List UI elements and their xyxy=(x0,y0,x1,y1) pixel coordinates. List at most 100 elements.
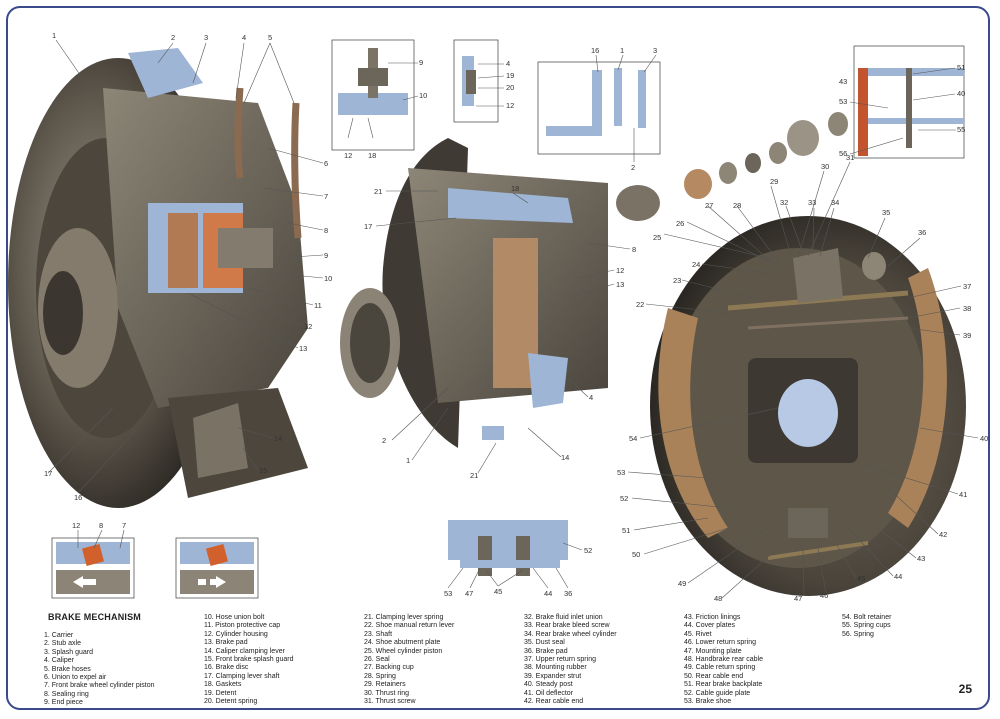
callout-post-51: 51 xyxy=(957,63,965,72)
callout-drum-34: 34 xyxy=(831,198,839,207)
legend-item: 7. Front brake wheel cylinder piston xyxy=(44,682,155,690)
callout-disc-17: 17 xyxy=(44,469,52,478)
legend-item: 45. Rivet xyxy=(684,630,712,638)
callout-post-55: 55 xyxy=(957,125,965,134)
callout-disc-4: 4 xyxy=(242,33,246,42)
inset-cover-plate: 52 53 47 45 44 36 xyxy=(444,520,592,598)
callout-drum-26: 26 xyxy=(676,219,684,228)
callout-drum-52: 52 xyxy=(620,494,628,503)
callout-drum-36: 36 xyxy=(918,228,926,237)
callout-disc-5: 5 xyxy=(268,33,272,42)
callout-drum-38: 38 xyxy=(963,304,971,313)
callout-arrow-8: 8 xyxy=(99,521,103,530)
legend-item: 49. Cable return spring xyxy=(684,664,756,672)
callout-post-43: 43 xyxy=(839,77,847,86)
callout-pad-3: 3 xyxy=(653,46,657,55)
callout-drum-48: 48 xyxy=(714,594,722,603)
legend-item: 52. Cable guide plate xyxy=(684,689,751,697)
legend-item: 36. Brake pad xyxy=(524,647,568,655)
callout-drum-27: 27 xyxy=(705,201,713,210)
legend-item: 35. Dust seal xyxy=(524,639,565,647)
legend-item: 53. Brake shoe xyxy=(684,698,732,706)
legend-column-5: 43. Friction linings 44. Cover plates 45… xyxy=(684,614,763,706)
callout-plate-45: 45 xyxy=(494,587,502,596)
callout-plate-44: 44 xyxy=(544,589,552,598)
callout-valve-12: 12 xyxy=(344,151,352,160)
legend-item: 33. Rear brake bleed screw xyxy=(524,622,610,630)
callout-pad-2: 2 xyxy=(631,163,635,172)
legend-item: 51. Rear brake backplate xyxy=(684,681,763,689)
caliper-assembly: 21 17 18 8 12 13 4 2 1 21 14 xyxy=(340,138,636,480)
legend-item: 42. Rear cable end xyxy=(524,698,584,706)
callout-drum-53: 53 xyxy=(617,468,625,477)
legend-item: 38. Mounting rubber xyxy=(524,664,587,672)
callout-disc-1: 1 xyxy=(52,31,56,40)
callout-plate-47: 47 xyxy=(465,589,473,598)
callout-disc-6: 6 xyxy=(324,159,328,168)
callout-disc-10: 10 xyxy=(324,274,332,283)
callout-disc-14: 14 xyxy=(274,434,282,443)
legend-title: BRAKE MECHANISM xyxy=(48,612,141,622)
callout-detent-12: 12 xyxy=(506,101,514,110)
legend-item: 40. Steady post xyxy=(524,681,573,689)
legend-item: 50. Rear cable end xyxy=(684,672,744,680)
callout-drum-22: 22 xyxy=(636,300,644,309)
callout-caliper-8: 8 xyxy=(632,245,636,254)
legend-item: 55. Spring cups xyxy=(842,622,891,630)
callout-plate-52: 52 xyxy=(584,546,592,555)
callout-caliper-17: 17 xyxy=(364,222,372,231)
callout-drum-35: 35 xyxy=(882,208,890,217)
brake-illustration: 1 2 3 4 5 6 7 8 9 10 11 12 13 14 15 16 1… xyxy=(8,31,988,603)
legend-item: 37. Upper return spring xyxy=(524,656,596,664)
callout-drum-39: 39 xyxy=(963,331,971,340)
legend-item: 5. Brake hoses xyxy=(44,665,91,673)
callout-drum-29: 29 xyxy=(770,177,778,186)
callout-drum-24: 24 xyxy=(692,260,700,269)
callout-caliper-21b: 21 xyxy=(470,471,478,480)
legend-item: 31. Thrust screw xyxy=(364,698,416,706)
inset-detent: 4 19 20 12 xyxy=(453,39,514,123)
callout-plate-36: 36 xyxy=(564,589,572,598)
legend-column-4: 32. Brake fluid inlet union 33. Rear bra… xyxy=(524,614,617,706)
drum-brake-assembly: 25 26 27 28 29 30 31 32 33 34 24 35 36 2… xyxy=(616,112,988,603)
inset-steady-post: 51 43 53 40 56 55 xyxy=(839,45,965,159)
callout-caliper-2: 2 xyxy=(382,436,386,445)
legend-item: 46. Lower return spring xyxy=(684,639,756,647)
legend-item: 19. Detent xyxy=(204,689,237,697)
callout-drum-46: 46 xyxy=(820,591,828,600)
legend-item: 25. Wheel cylinder piston xyxy=(364,647,443,655)
legend-item: 43. Friction linings xyxy=(684,614,741,621)
callout-valve-18: 18 xyxy=(368,151,376,160)
callout-drum-31: 31 xyxy=(846,153,854,162)
callout-drum-45: 45 xyxy=(857,574,865,583)
callout-drum-25: 25 xyxy=(653,233,661,242)
callout-post-40: 40 xyxy=(957,89,965,98)
legend-item: 54. Bolt retainer xyxy=(842,614,892,621)
legend-column-3: 21. Clamping lever spring 22. Shoe manua… xyxy=(364,614,454,706)
legend-column-6: 54. Bolt retainer 55. Spring cups 56. Sp… xyxy=(842,614,891,639)
callout-disc-11: 11 xyxy=(314,301,322,310)
legend-item: 9. End piece xyxy=(44,699,83,707)
legend-item: 34. Rear brake wheel cylinder xyxy=(524,630,617,638)
callout-drum-41: 41 xyxy=(959,490,967,499)
callout-caliper-21a: 21 xyxy=(374,187,382,196)
legend-item: 6. Union to expel air xyxy=(44,674,107,682)
legend-item: 4. Caliper xyxy=(44,657,74,665)
callout-detent-19: 19 xyxy=(506,71,514,80)
callout-disc-3: 3 xyxy=(204,33,208,42)
callout-plate-53: 53 xyxy=(444,589,452,598)
callout-disc-12: 12 xyxy=(304,322,312,331)
callout-caliper-18: 18 xyxy=(511,184,519,193)
callout-post-56: 56 xyxy=(839,149,847,158)
callout-drum-37: 37 xyxy=(963,282,971,291)
callout-post-53: 53 xyxy=(839,97,847,106)
legend-item: 11. Piston protective cap xyxy=(204,622,281,630)
legend-item: 1. Carrier xyxy=(44,632,74,639)
legend-item: 32. Brake fluid inlet union xyxy=(524,614,603,621)
legend-item: 29. Retainers xyxy=(364,681,406,689)
legend-item: 28. Spring xyxy=(364,672,396,680)
inset-valve: 9 10 12 18 xyxy=(331,39,427,160)
legend-column-2: 10. Hose union bolt 11. Piston protectiv… xyxy=(204,614,294,706)
legend-item: 12. Cylinder housing xyxy=(204,630,268,638)
callout-drum-44: 44 xyxy=(894,572,902,581)
